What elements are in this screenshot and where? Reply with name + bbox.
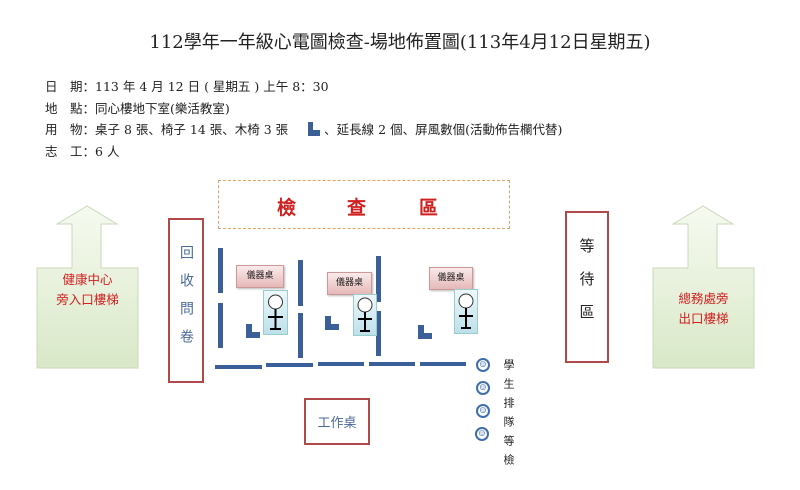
- label: 地 點：: [45, 101, 96, 116]
- person-icon: [454, 289, 478, 334]
- line1: 總務處旁: [678, 291, 729, 306]
- instrument-table: 儀器桌: [429, 267, 473, 290]
- instrument-table: 儀器桌: [327, 272, 372, 295]
- waiting-label: 等待區: [577, 237, 596, 337]
- page-title: 112學年一年級心電圖檢查-場地佈置圖(113年4月12日星期五): [149, 32, 651, 53]
- info-supplies: 用 物：桌子 8 張、椅子 14 張、木椅 3 張 、延長線 2 個、屏風數個(活…: [45, 119, 562, 138]
- screen-l-icon: [308, 122, 321, 136]
- value2: 、延長線 2 個、屏風數個(活動佈告欄代替): [324, 122, 563, 137]
- info-volunteers: 志 工：6 人: [45, 141, 119, 160]
- chair-l-icon: [418, 325, 432, 339]
- exam-char: 查: [347, 197, 367, 219]
- line2: 旁入口樓梯: [56, 292, 119, 307]
- chair-l-icon: [246, 324, 260, 338]
- label: 日 期：: [45, 79, 96, 94]
- screen: [215, 365, 262, 369]
- screen: [369, 362, 415, 366]
- queue-label: 學生排隊等檢: [502, 359, 515, 473]
- exit-label: 總務處旁出口樓梯: [653, 289, 754, 329]
- exam-char: 區: [419, 197, 439, 219]
- line1: 健康中心: [62, 272, 113, 287]
- label: 志 工：: [45, 144, 96, 159]
- screen: [218, 248, 223, 293]
- screen: [298, 313, 303, 358]
- screen: [218, 303, 223, 348]
- chair-l-icon: [325, 316, 339, 330]
- exam-char: 檢: [277, 197, 297, 219]
- exit-arrow-icon: [652, 205, 755, 369]
- person-icon: [353, 294, 377, 336]
- waiting-area: 等待區: [565, 211, 609, 363]
- exam-area: 檢 查 區: [218, 180, 510, 229]
- recycle-label: 回收問卷: [178, 244, 194, 357]
- line2: 出口樓梯: [678, 311, 729, 326]
- info-date: 日 期：113 年 4 月 12 日 ( 星期五 ) 上午 8：30: [45, 76, 329, 95]
- work-table: 工作桌: [304, 398, 370, 445]
- entrance-arrow-icon: [36, 205, 139, 369]
- screen: [298, 260, 303, 306]
- student-smiley-icon: ☺: [476, 381, 490, 395]
- screen: [266, 363, 313, 367]
- screen: [420, 362, 466, 366]
- value: 桌子 8 張、椅子 14 張、木椅 3 張: [95, 122, 289, 137]
- screen: [376, 311, 381, 356]
- student-smiley-icon: ☺: [475, 427, 489, 441]
- value: 113 年 4 月 12 日 ( 星期五 ) 上午 8：30: [95, 79, 329, 94]
- label: 用 物：: [45, 122, 96, 137]
- person-icon: [263, 290, 288, 335]
- value: 6 人: [95, 144, 120, 159]
- value: 同心樓地下室(樂活教室): [95, 101, 230, 116]
- student-smiley-icon: ☺: [476, 358, 490, 372]
- instrument-table: 儀器桌: [236, 265, 284, 288]
- screen: [376, 256, 381, 302]
- entrance-label: 健康中心旁入口樓梯: [37, 270, 138, 310]
- recycle-area: 回收問卷: [168, 218, 204, 383]
- info-place: 地 點：同心樓地下室(樂活教室): [45, 98, 230, 117]
- student-smiley-icon: ☺: [476, 404, 490, 418]
- screen: [318, 362, 364, 366]
